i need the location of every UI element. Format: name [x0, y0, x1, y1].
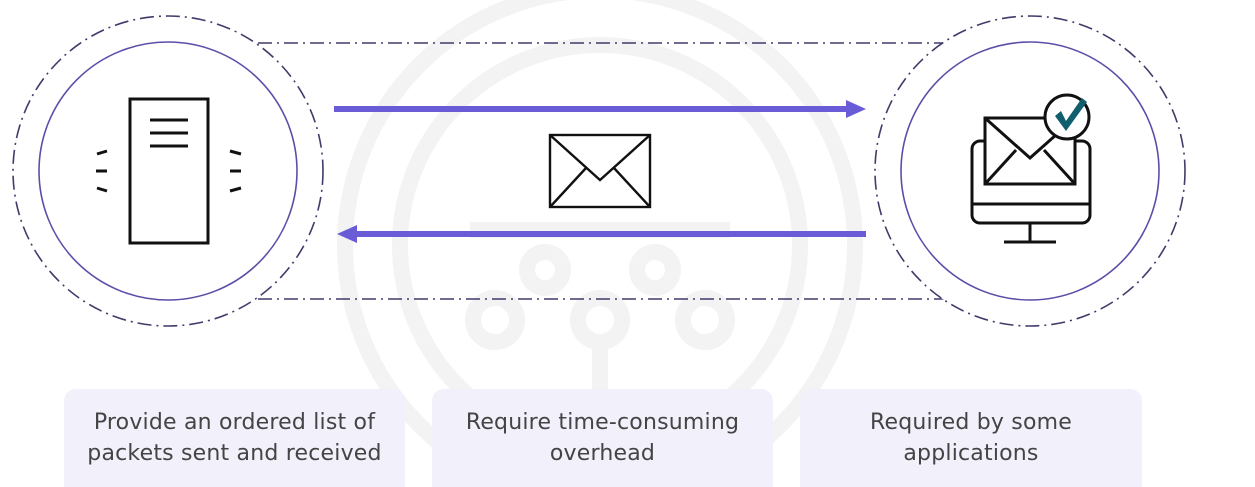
server-icon: [96, 97, 242, 245]
left-inner-circle: [38, 41, 298, 301]
computer-with-mail-check-icon: [970, 93, 1092, 244]
left-node: [12, 15, 324, 327]
feature-card-ordered-list: Provide an ordered list of packets sent …: [64, 389, 405, 487]
feature-card-overhead: Require time-consuming overhead: [432, 389, 773, 487]
arrows: [334, 100, 866, 243]
connection-lines: [258, 42, 945, 300]
arrow-left: [337, 225, 866, 243]
check-mark-icon: [1055, 98, 1087, 131]
feature-card-text: Provide an ordered list of packets sent …: [87, 410, 382, 466]
envelope-icon: [548, 133, 652, 209]
feature-card-required: Required by some applications: [800, 389, 1142, 487]
feature-card-text: Required by some applications: [870, 410, 1072, 466]
arrow-right: [334, 100, 866, 118]
right-node: [874, 15, 1186, 327]
feature-card-text: Require time-consuming overhead: [465, 410, 740, 466]
